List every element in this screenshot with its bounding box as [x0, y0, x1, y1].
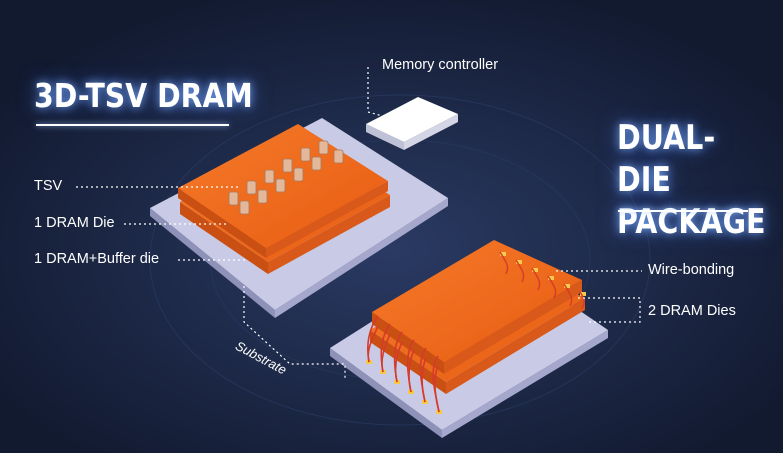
leader-memory-controller [367, 67, 391, 119]
background-ring [149, 94, 651, 426]
title-3d-tsv-dram: 3D-TSV DRAM [34, 76, 253, 115]
left-substrate-side [150, 208, 275, 318]
upper-die-side [444, 280, 582, 374]
memory-controller-side [404, 114, 458, 150]
dram-die-side [178, 188, 266, 258]
dram-die-side [266, 181, 388, 258]
wire-bonds-back [499, 251, 585, 309]
title-left-underline [36, 124, 229, 126]
label-wire-bonding: Wire-bonding [648, 262, 735, 278]
tsv-pillars [228, 140, 344, 215]
leader-two-dram-dies [578, 297, 641, 323]
tsv-package [150, 97, 458, 318]
label-tsv: TSV [34, 178, 63, 194]
wire-bonds [366, 315, 440, 413]
label-memory-controller: Memory controller [382, 57, 499, 73]
right-substrate-side [330, 348, 442, 438]
title-right-line1: DUAL-DIE [617, 118, 716, 200]
title-right-underline [618, 210, 748, 212]
buffer-die-side [180, 202, 268, 274]
title-dual-die-package: DUAL-DIE PACKAGE [617, 117, 766, 243]
label-dram-die: 1 DRAM Die [34, 215, 115, 231]
right-substrate-side [442, 330, 608, 438]
title-right-line2: PACKAGE [617, 202, 766, 242]
memory-controller-chip [366, 97, 458, 142]
left-substrate-side [275, 198, 448, 318]
leader-lines [76, 67, 642, 378]
dual-die-package [330, 240, 608, 438]
buffer-die-side [268, 195, 390, 274]
label-two-dram-dies: 2 DRAM Dies [648, 303, 736, 319]
memory-controller-side [366, 124, 404, 150]
lower-die-side [446, 298, 585, 394]
label-buffer-die: 1 DRAM+Buffer die [34, 251, 160, 267]
upper-die-top [372, 240, 582, 362]
